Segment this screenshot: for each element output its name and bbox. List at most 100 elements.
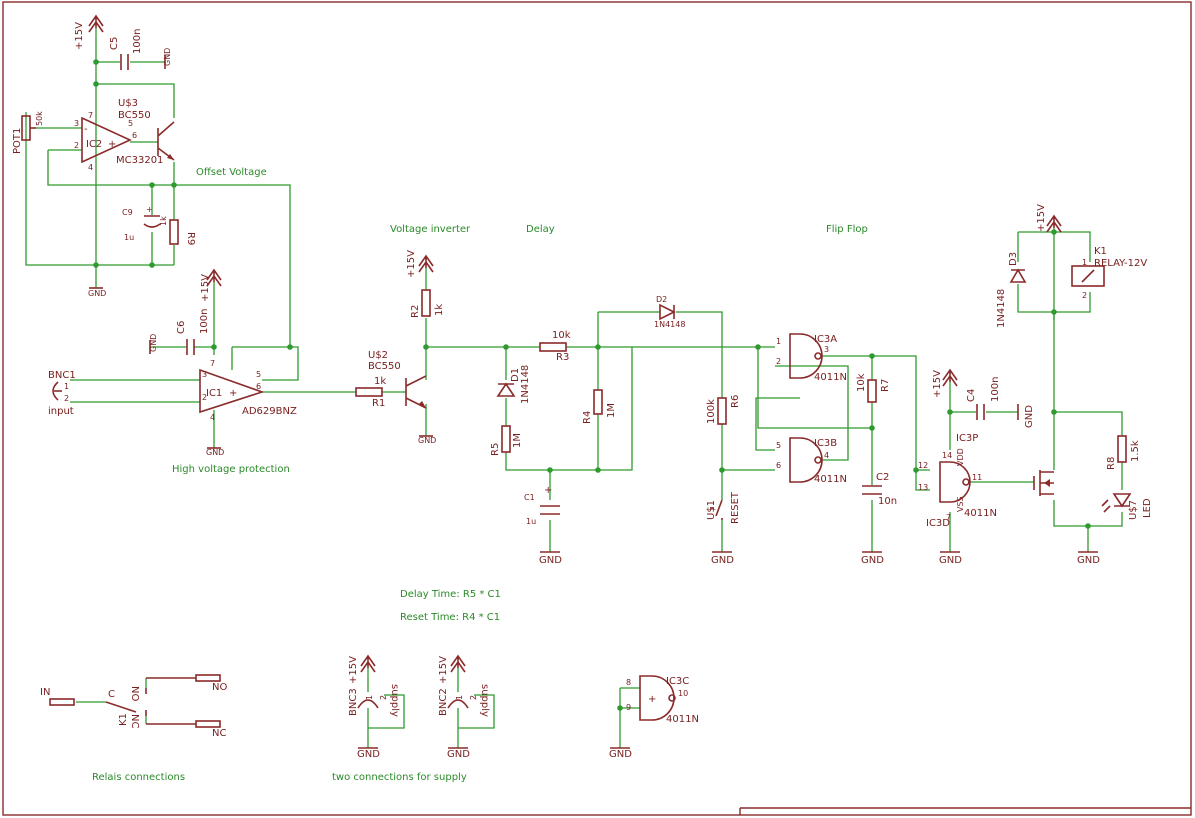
c5-capacitor: C5 100n: [109, 29, 143, 70]
u2-transistor: U$2 BC550: [368, 350, 427, 409]
svg-text:U$2: U$2: [368, 350, 388, 361]
svg-text:1N4148: 1N4148: [996, 289, 1007, 328]
r1-resistor: 1k R1: [355, 376, 386, 409]
svg-text:VDD: VDD: [956, 448, 965, 466]
svg-text:GND: GND: [149, 334, 158, 352]
svg-text:10: 10: [678, 689, 688, 698]
svg-text:U$3: U$3: [118, 98, 138, 109]
svg-text:BC550: BC550: [118, 110, 151, 121]
svg-text:LED: LED: [1142, 498, 1153, 518]
svg-text:3: 3: [74, 119, 79, 128]
svg-text:R9: R9: [185, 232, 196, 245]
svg-text:50k: 50k: [35, 111, 44, 126]
svg-text:R2: R2: [410, 305, 421, 318]
svg-text:IC3A: IC3A: [814, 334, 837, 345]
svg-text:1: 1: [1082, 258, 1087, 267]
svg-text:BNC2: BNC2: [438, 688, 449, 716]
svg-text:R6: R6: [730, 395, 741, 408]
svg-text:1: 1: [776, 337, 781, 346]
svg-text:1N4148: 1N4148: [520, 365, 531, 404]
d1-diode: D1 1N4148: [496, 365, 531, 404]
svg-text:100n: 100n: [990, 377, 1001, 402]
svg-text:C2: C2: [876, 472, 889, 483]
note-delay: Delay: [526, 224, 555, 235]
r8-resistor: R8 1.5k: [1106, 435, 1141, 470]
svg-text:RELAY-12V: RELAY-12V: [1094, 258, 1147, 269]
svg-text:2: 2: [202, 393, 207, 402]
svg-text:R5: R5: [490, 443, 501, 456]
svg-text:GND: GND: [163, 48, 172, 66]
svg-text:+: +: [108, 139, 116, 150]
supply-15v-inverter: +15V: [406, 250, 434, 278]
svg-text:2: 2: [64, 394, 69, 403]
svg-text:+: +: [229, 388, 237, 399]
pot1-potentiometer: POT1 50k: [12, 111, 44, 154]
bnc3-connector: BNC3 supply 1 2: [348, 684, 400, 717]
svg-text:1: 1: [365, 695, 374, 700]
svg-text:supply: supply: [479, 684, 490, 717]
svg-text:RESET: RESET: [730, 491, 741, 524]
svg-text:IC3P: IC3P: [956, 433, 978, 444]
r6-resistor: 100k R6: [706, 395, 741, 425]
ic3d-nand: IC3D 4011N 12 13 11: [918, 461, 997, 529]
svg-text:1k: 1k: [159, 216, 168, 226]
u3-transistor: U$3 BC550: [118, 98, 175, 161]
wires: [25, 28, 1123, 748]
svg-text:C9: C9: [122, 208, 133, 217]
r9-resistor: R9 1k: [159, 216, 196, 245]
svg-text:GND: GND: [418, 436, 436, 445]
note-supply: two connections for supply: [332, 772, 467, 783]
svg-text:1u: 1u: [526, 517, 536, 526]
supply-15v-ic1: +15V: [200, 268, 222, 302]
svg-text:3: 3: [824, 345, 829, 354]
svg-text:+15V: +15V: [200, 274, 211, 302]
svg-text:7: 7: [946, 513, 951, 522]
c6-capacitor: C6 100n: [176, 309, 210, 355]
svg-text:5: 5: [128, 119, 133, 128]
svg-text:D3: D3: [1008, 252, 1019, 266]
c9-capacitor: + C9 1u: [122, 205, 161, 242]
svg-text:6: 6: [256, 382, 261, 391]
ic3p-power: IC3P 14 VDD VSS 7: [942, 433, 978, 522]
svg-text:K1: K1: [1094, 246, 1107, 257]
d2-diode: D2 1N4148: [654, 295, 685, 329]
svg-text:IC3C: IC3C: [666, 676, 689, 687]
svg-text:BC550: BC550: [368, 361, 401, 372]
svg-text:U$7: U$7: [1128, 500, 1139, 520]
svg-text:NC: NC: [129, 714, 140, 728]
svg-text:C1: C1: [524, 493, 535, 502]
svg-text:R8: R8: [1106, 457, 1117, 470]
svg-text:100k: 100k: [706, 399, 717, 424]
svg-text:IN: IN: [40, 687, 50, 698]
svg-text:+15V: +15V: [1036, 204, 1047, 232]
title-block-edge: [739, 807, 1191, 815]
svg-text:GND: GND: [711, 555, 734, 566]
svg-text:IC3B: IC3B: [814, 438, 837, 449]
svg-text:1k: 1k: [434, 304, 445, 316]
svg-text:1: 1: [455, 695, 464, 700]
svg-text:BNC3: BNC3: [348, 688, 359, 716]
svg-text:GND: GND: [1024, 405, 1035, 428]
svg-text:2: 2: [776, 357, 781, 366]
svg-text:IC1: IC1: [206, 388, 222, 399]
note-reset-time: Reset Time: R4 * C1: [400, 612, 500, 623]
svg-text:8: 8: [626, 678, 631, 687]
ic3c-nand: + IC3C 4011N 8 9 10: [626, 675, 699, 725]
svg-text:2: 2: [74, 141, 79, 150]
svg-text:+: +: [544, 485, 552, 496]
svg-text:R4: R4: [582, 411, 593, 424]
ic3a-nand: IC3A 4011N 1 2 3: [776, 333, 847, 383]
svg-text:13: 13: [918, 483, 928, 492]
r4-resistor: R4 1M: [582, 389, 617, 424]
svg-text:R7: R7: [880, 379, 891, 392]
supply-15v-top: +15V: [74, 14, 104, 50]
r3-resistor: 10k R3: [539, 330, 571, 363]
svg-text:12: 12: [918, 461, 928, 470]
bnc1-connector: BNC1 input 1 2: [48, 370, 76, 417]
svg-text:5: 5: [776, 441, 781, 450]
svg-text:1N4148: 1N4148: [654, 320, 685, 329]
svg-text:14: 14: [942, 451, 952, 460]
svg-text:1: 1: [64, 382, 69, 391]
svg-text:GND: GND: [447, 749, 470, 760]
svg-text:+15V: +15V: [348, 656, 359, 684]
